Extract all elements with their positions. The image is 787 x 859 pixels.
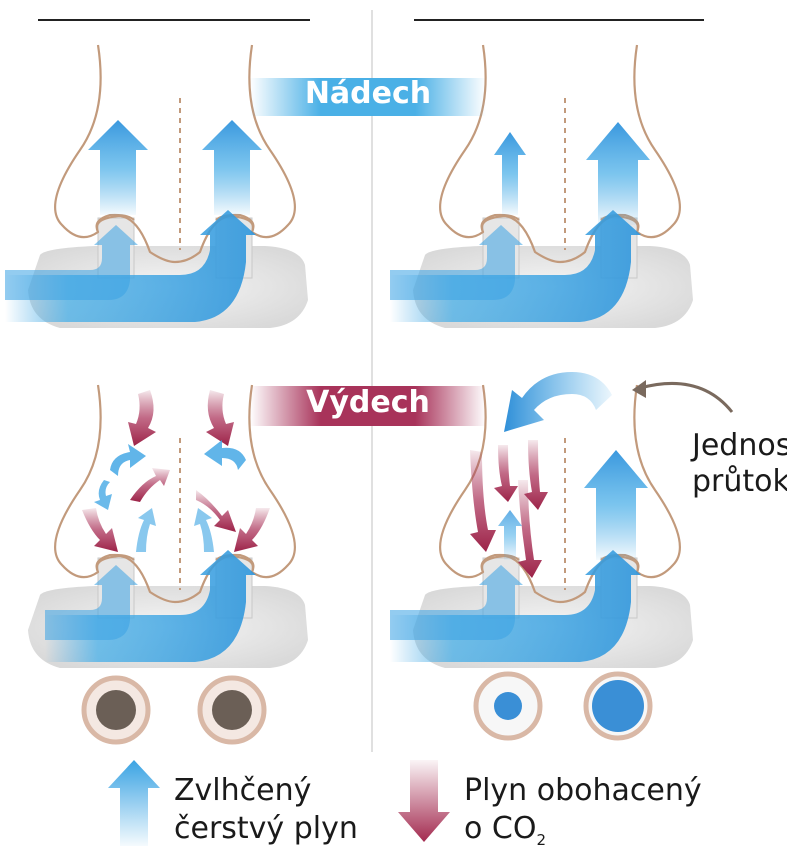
annotation-line-2: průtok (692, 464, 787, 500)
legend-fresh-line-1: Zvlhčený (174, 772, 358, 810)
inhale-label: Nádech (250, 76, 486, 111)
unidirectional-curl-arrow (504, 372, 612, 432)
fresh-arrow-bottom-right-large (584, 450, 648, 560)
legend-fresh-arrow (108, 760, 160, 846)
fresh-arrow-bottom-right-small (498, 510, 522, 560)
legend-fresh-line-2: čerstvý plyn (174, 810, 358, 848)
legend-co2-subscript: 2 (536, 831, 546, 849)
annotation-pointer (640, 383, 732, 412)
inhale-arrow-right-large (586, 122, 650, 225)
inhale-arrow-right-small (494, 132, 526, 215)
nostril-circles (84, 674, 650, 742)
fresh-swirls-bottom-left (94, 440, 246, 552)
inhale-arrow-left-a (88, 120, 148, 215)
co2-arrows-bottom-left (82, 390, 270, 552)
annotation-line-1: Jednos (692, 428, 787, 464)
legend-co2-line-1: Plyn obohacený (464, 772, 702, 810)
legend-co2-prefix: o CO (464, 811, 536, 846)
legend-co2-label: Plyn obohacený o CO2 (464, 772, 702, 859)
legend-co2-arrow (398, 760, 450, 842)
inhale-arrow-left-b (202, 120, 262, 215)
legend-co2-line-2: o CO2 (464, 810, 702, 859)
legend-fresh-label: Zvlhčený čerstvý plyn (174, 772, 358, 848)
exhale-label: Výdech (250, 385, 486, 420)
